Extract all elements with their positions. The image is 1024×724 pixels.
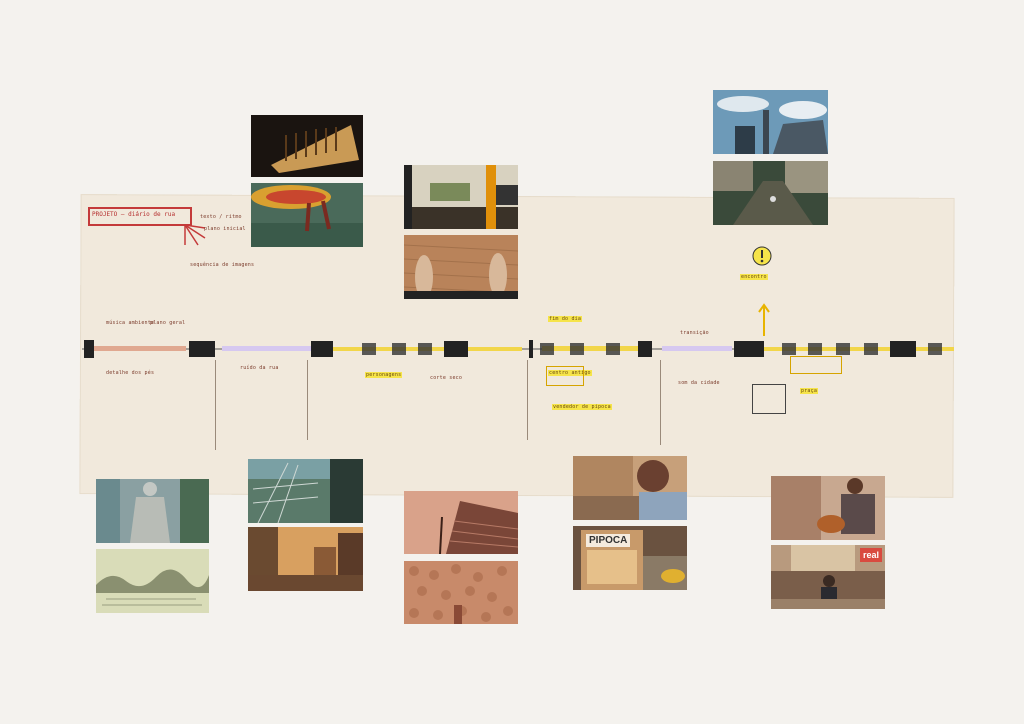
photo-storefront-man [771, 545, 885, 609]
photo-statue [96, 479, 209, 543]
photo-guitar-player [771, 476, 885, 540]
title-note-box [88, 207, 192, 226]
note-7: ruído da rua [240, 365, 279, 371]
note-2: plano inicial [204, 226, 246, 232]
photo-street-sunset [248, 527, 363, 591]
note-box-yellow-1 [546, 366, 584, 386]
timeline [82, 340, 954, 358]
photo-square-aerial [713, 161, 828, 225]
photo-feet-pavement [404, 235, 518, 299]
store-sign-real: real [860, 548, 883, 562]
scribble-burst [184, 224, 206, 246]
note-6: detalhe dos pés [106, 370, 155, 376]
note-9: corte seco [430, 375, 463, 381]
shop-sign-pipoca: PIPOCA [586, 534, 631, 547]
note-1: texto / ritmo [200, 214, 242, 220]
note-10: fim do dia [548, 316, 583, 322]
photo-skyscraper-tinted [404, 491, 518, 554]
photo-smiling-man [573, 456, 687, 520]
note-13: transição [680, 330, 709, 336]
exclamation-icon [752, 246, 772, 266]
photo-building-facade [251, 115, 363, 177]
note-14: som da cidade [678, 380, 720, 386]
photo-cobblestones [404, 561, 518, 624]
note-15: encontro [740, 274, 768, 280]
note-8: personagens [365, 372, 403, 378]
guide-line-4 [660, 360, 661, 445]
note-4: música ambiente [106, 320, 155, 326]
photo-bus-interior [404, 165, 518, 229]
guide-line-2 [307, 360, 308, 440]
photo-glass-building [248, 459, 363, 523]
note-11: centro antigo [548, 370, 592, 376]
photo-old-engraving [96, 549, 209, 613]
note-box-yellow-2 [790, 356, 842, 374]
note-box-dark [752, 384, 786, 414]
note-5: plano geral [150, 320, 186, 326]
note-16: praça [800, 388, 819, 394]
photo-tower-sky [713, 90, 828, 154]
note-12: vendedor de pipoca [552, 404, 612, 410]
arrow-up-icon [758, 303, 770, 336]
photo-dancers-skirt [251, 183, 363, 247]
guide-line-1 [215, 360, 216, 450]
guide-line-3 [527, 360, 528, 440]
note-3: sequência de imagens [190, 262, 255, 268]
title-note: PROJETO — diário de rua [92, 211, 176, 218]
